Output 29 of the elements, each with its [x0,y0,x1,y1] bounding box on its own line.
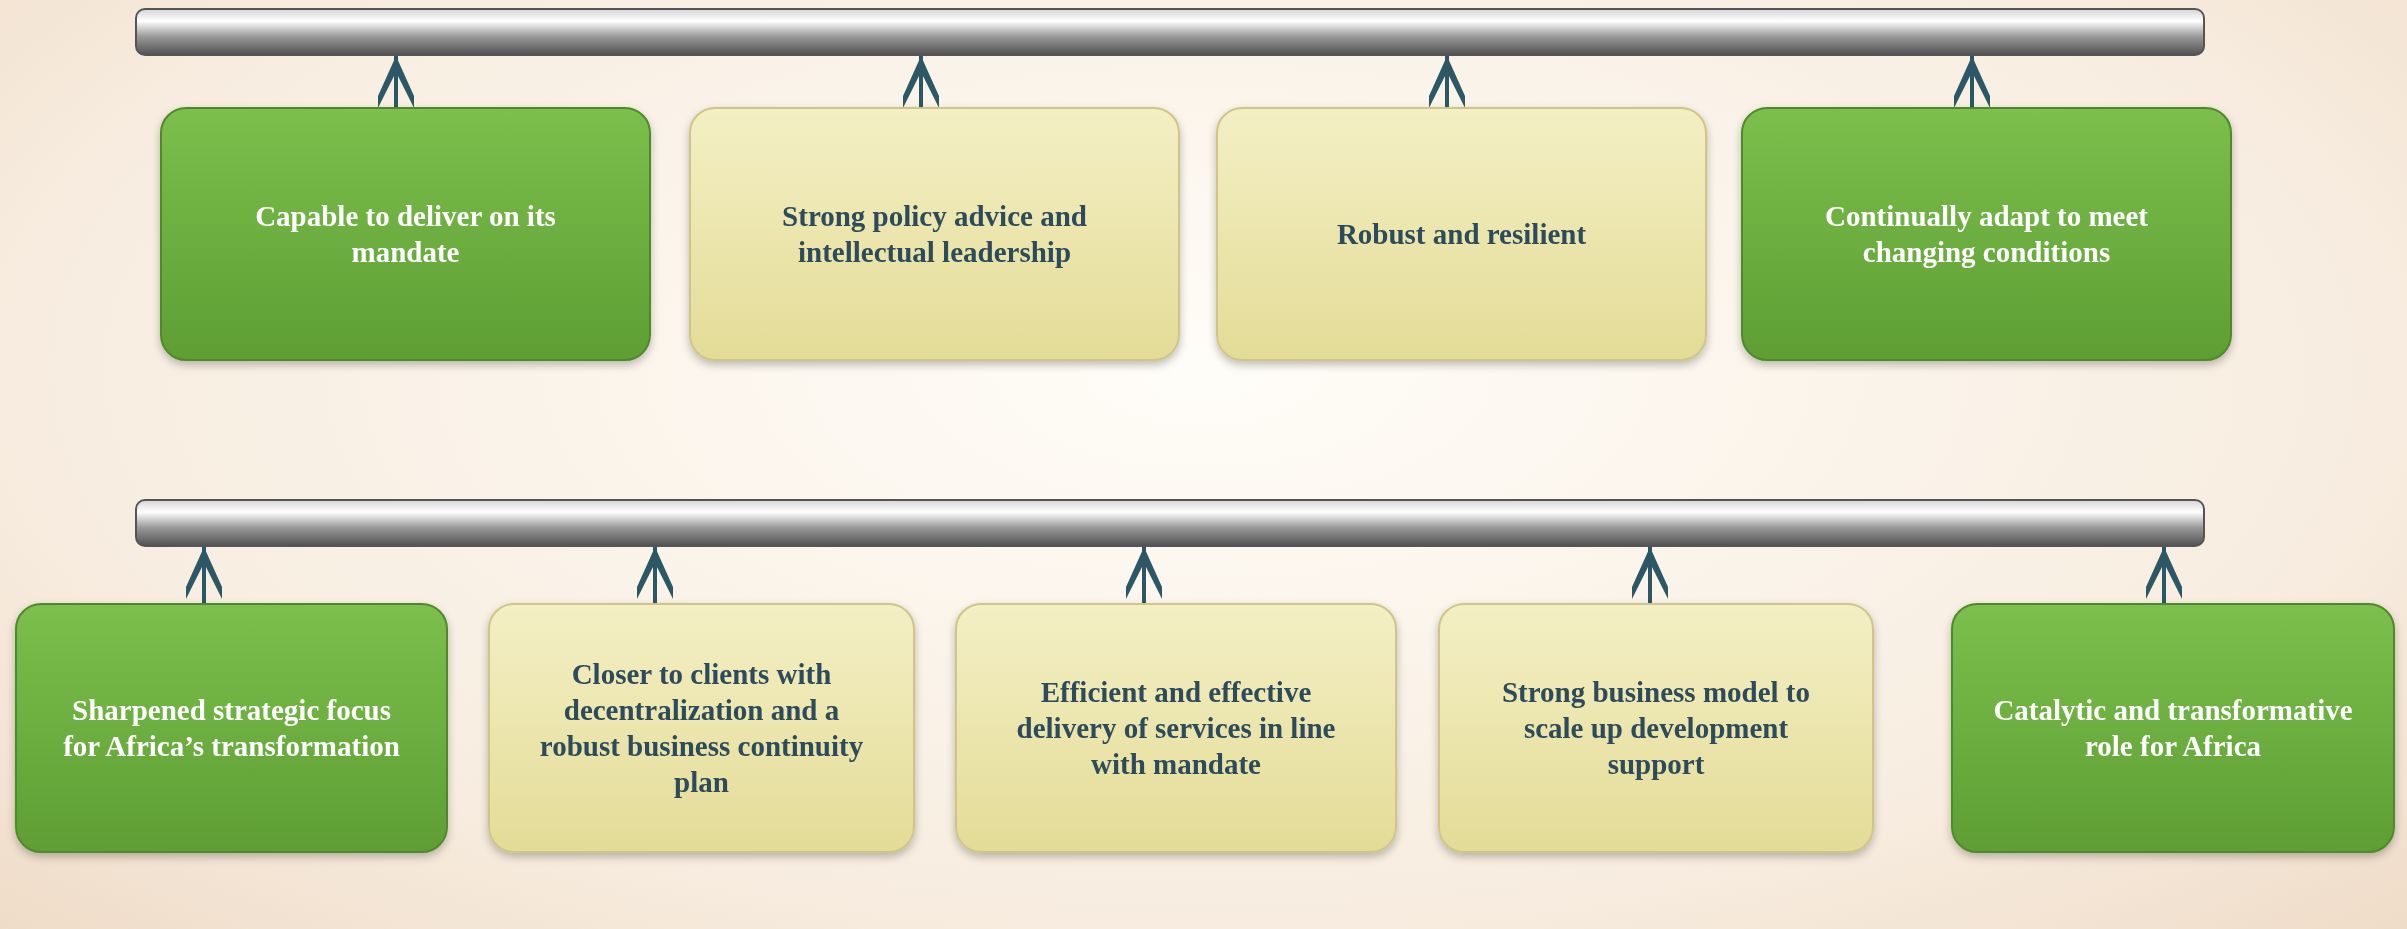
box-text: Strong policy advice and intellectual leadership [781,198,1088,270]
text-box [15,603,448,853]
box-text: Continually adapt to meet changing conditions [1823,198,2149,270]
hanging-rod [135,8,2205,56]
box-text: Closer to clients with decentralization and a robust business continuity plan [538,656,865,801]
box-text: Sharpened strategic focus for Africa’s transformation [62,692,401,764]
hanger-connector [1126,547,1162,603]
box-text: Efficient and effective delivery of services in line with mandate [1015,674,1337,783]
text-box [1741,107,2232,361]
text-box [488,603,915,853]
text-box [689,107,1180,361]
text-box [1438,603,1874,853]
text-box [955,603,1397,853]
hanger-connector [186,547,222,603]
box-text: Robust and resilient [1336,216,1587,252]
box-text: Strong business model to scale up development support [1500,674,1812,783]
text-box [160,107,651,361]
hanging-rod [135,499,2205,547]
text-box [1951,603,2395,853]
hanger-connector [1632,547,1668,603]
hanger-connector [1429,56,1465,108]
hanger-connector [903,56,939,108]
box-text: Capable to deliver on its mandate [254,198,557,270]
hanger-connector [1954,56,1990,108]
hanger-connector [378,56,414,108]
hanger-connector [2146,547,2182,603]
text-box [1216,107,1707,361]
box-text: Catalytic and transformative role for Africa [1993,692,2353,764]
hanger-connector [637,547,673,603]
